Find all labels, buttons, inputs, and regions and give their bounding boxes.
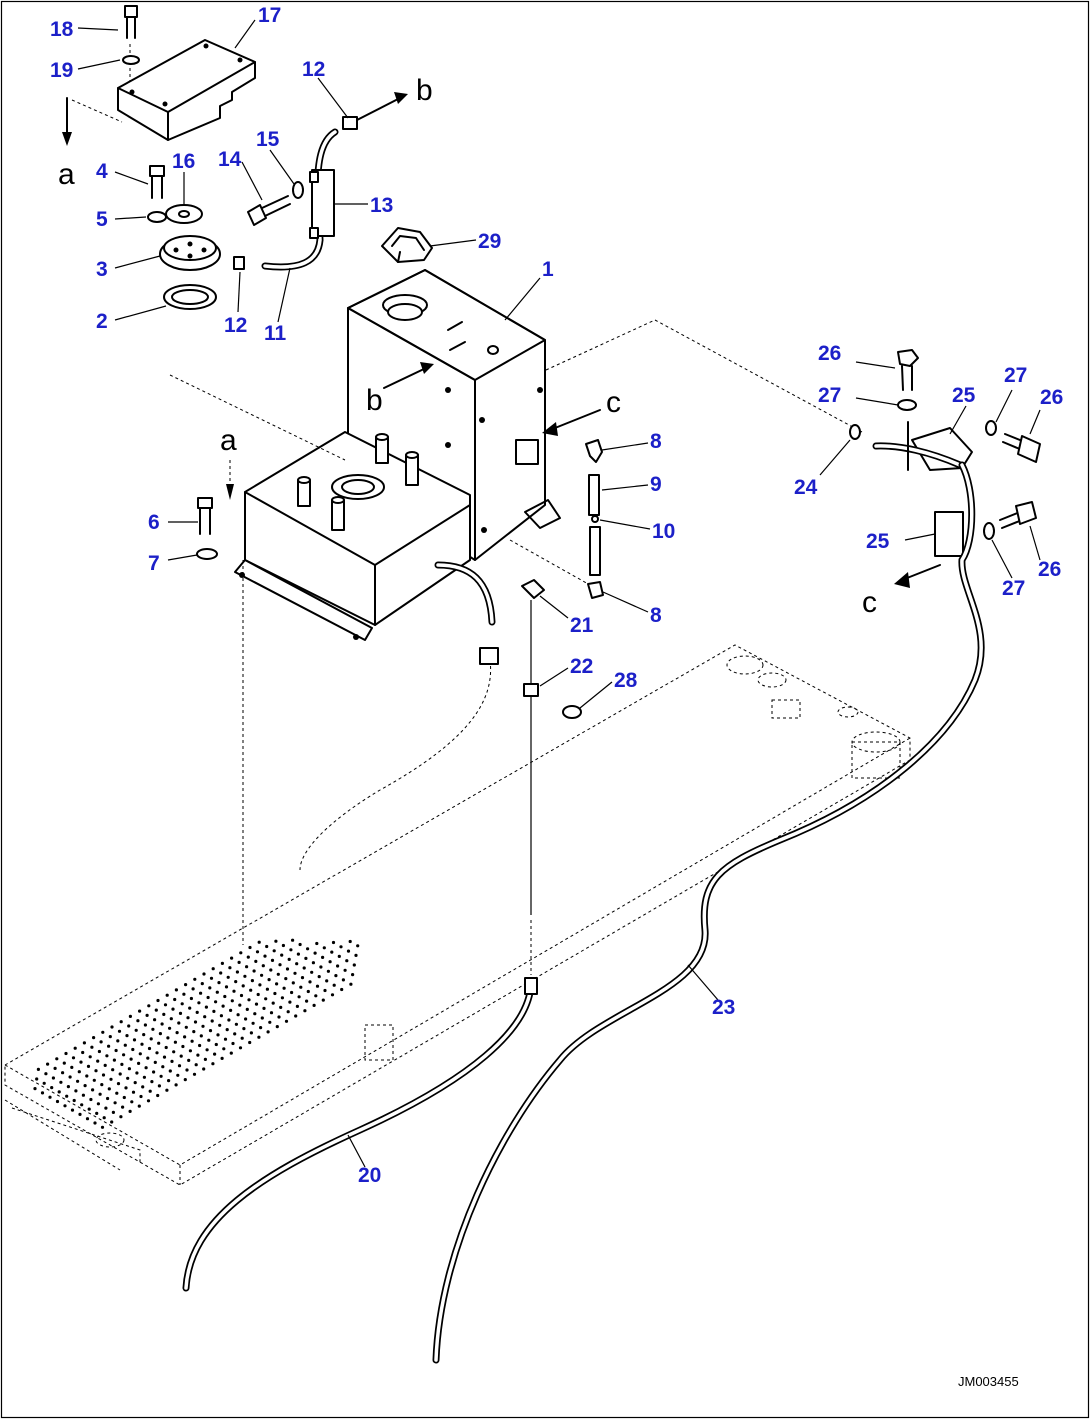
callout-16: 16 xyxy=(172,150,195,173)
bolt-26-top xyxy=(897,349,919,391)
callout-15: 15 xyxy=(256,128,280,151)
gasket-16 xyxy=(165,204,203,224)
callout-29: 29 xyxy=(478,230,501,253)
elbow-8-bottom xyxy=(587,581,604,599)
callout-12-lower: 12 xyxy=(224,314,247,337)
callout-27-top: 27 xyxy=(818,384,841,407)
tube-lower xyxy=(589,526,601,576)
callout-9: 9 xyxy=(650,473,662,496)
bolt-14 xyxy=(247,195,291,226)
callout-26-lower: 26 xyxy=(1038,558,1061,581)
view-markers: a b b c a c xyxy=(58,74,877,619)
washer-5 xyxy=(147,211,167,223)
bolt-18 xyxy=(124,5,138,39)
guide-line-2 xyxy=(545,319,656,371)
view-arrow-a-mid xyxy=(226,460,234,500)
clamp-24 xyxy=(849,424,861,440)
flange-3 xyxy=(159,235,221,271)
callout-23: 23 xyxy=(712,996,735,1019)
cover-plate-17 xyxy=(117,39,256,141)
bracket-25-top xyxy=(872,421,973,471)
clamp-12-top xyxy=(342,116,358,130)
guide-line-4 xyxy=(509,539,591,586)
leader-lines xyxy=(77,19,1041,1168)
callout-28: 28 xyxy=(614,669,638,692)
callout-27-lower: 27 xyxy=(1002,577,1025,600)
callout-26-right: 26 xyxy=(1040,386,1063,409)
callout-5: 5 xyxy=(96,208,108,231)
grommet-28 xyxy=(562,705,582,719)
view-arrow-b-mid xyxy=(383,362,434,389)
callout-8-bottom: 8 xyxy=(650,604,662,627)
view-marker-a-mid: a xyxy=(220,424,237,457)
view-marker-c-mid: c xyxy=(606,386,621,419)
clamp-12-bottom xyxy=(233,256,245,270)
view-marker-a-top: a xyxy=(58,158,75,191)
callout-21: 21 xyxy=(570,614,594,637)
drawing-id: JM003455 xyxy=(958,1374,1019,1389)
bracket-25-lower xyxy=(934,511,964,557)
callout-2: 2 xyxy=(96,310,108,333)
bolt-26-lower xyxy=(999,501,1037,529)
washer-27-upper-right xyxy=(985,420,997,436)
guide-line-1 xyxy=(169,374,346,461)
filler-cap-29 xyxy=(381,227,433,263)
guide-line-3 xyxy=(654,319,863,433)
callout-20: 20 xyxy=(358,1164,381,1187)
fitting-21 xyxy=(521,579,545,599)
callout-8-top: 8 xyxy=(650,430,662,453)
callout-3: 3 xyxy=(96,258,108,281)
callout-26-top: 26 xyxy=(818,342,841,365)
callout-labels: 18 17 19 12 4 16 14 15 13 5 3 2 12 11 29… xyxy=(50,4,1063,1187)
washer-19 xyxy=(122,55,140,65)
callout-24: 24 xyxy=(794,476,818,499)
callout-25-top: 25 xyxy=(952,384,976,407)
elbow-8-top xyxy=(585,439,603,463)
nut-22 xyxy=(523,683,539,697)
hose-13 xyxy=(261,128,339,271)
callout-4: 4 xyxy=(96,160,108,183)
callout-7: 7 xyxy=(148,552,160,575)
drain-hose xyxy=(299,561,499,871)
washer-7 xyxy=(196,548,218,560)
view-arrow-b-top xyxy=(356,92,408,121)
callout-6: 6 xyxy=(148,511,160,534)
view-marker-b-mid: b xyxy=(366,384,383,417)
callout-27-right: 27 xyxy=(1004,364,1027,387)
bolt-6 xyxy=(197,497,213,535)
bolt-4 xyxy=(149,165,165,199)
callout-18: 18 xyxy=(50,18,74,41)
callout-1: 1 xyxy=(542,258,554,281)
view-arrow-c-right xyxy=(894,564,941,588)
callout-17: 17 xyxy=(258,4,281,27)
view-marker-c-right: c xyxy=(862,586,877,619)
washer-27-lower xyxy=(983,522,995,540)
clip-10 xyxy=(591,515,599,523)
callout-14: 14 xyxy=(218,148,242,171)
tank-lower xyxy=(234,431,471,641)
tube-9 xyxy=(588,474,600,516)
callout-10: 10 xyxy=(652,520,675,543)
callout-13: 13 xyxy=(370,194,393,217)
washer-27-top xyxy=(897,399,917,411)
callout-25-lower: 25 xyxy=(866,530,890,553)
callout-22: 22 xyxy=(570,655,593,678)
callout-19: 19 xyxy=(50,59,73,82)
bolt-26-upper-right xyxy=(1002,433,1041,463)
washer-15 xyxy=(292,181,304,199)
view-arrow-a-top xyxy=(62,97,123,146)
hose-23 xyxy=(432,461,985,1364)
machine-frame xyxy=(4,644,911,1186)
callout-11: 11 xyxy=(264,322,287,345)
view-marker-b-top: b xyxy=(416,74,433,107)
perforated-panel xyxy=(33,938,360,1129)
hose-20 xyxy=(182,977,538,1292)
gasket-2 xyxy=(163,284,217,310)
view-arrow-c-mid xyxy=(542,409,601,436)
callout-12: 12 xyxy=(302,58,325,81)
